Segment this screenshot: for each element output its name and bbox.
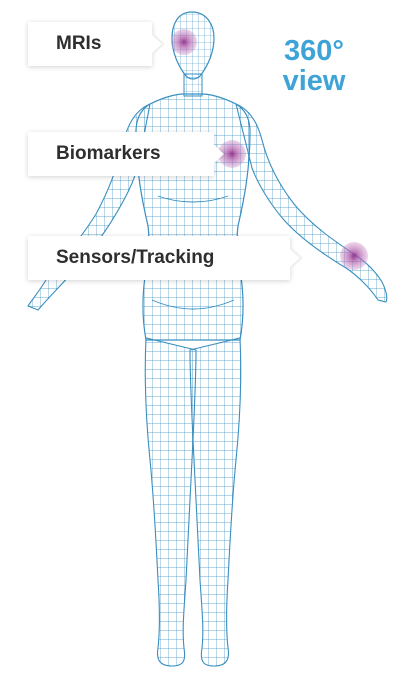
sensor-marker-icon — [340, 242, 368, 270]
body-silhouette — [28, 12, 387, 666]
mri-marker-icon — [171, 29, 197, 55]
callout-sensors-label: Sensors/Tracking — [56, 247, 214, 269]
callout-sensors-tracking: Sensors/Tracking — [28, 236, 290, 280]
callout-mris: MRIs — [28, 22, 152, 66]
callout-biomarkers-label: Biomarkers — [56, 143, 161, 165]
callout-mris-label: MRIs — [56, 33, 101, 55]
callout-biomarkers: Biomarkers — [28, 132, 214, 176]
view-label-line2: view — [266, 66, 362, 96]
callout-pointer — [152, 35, 162, 53]
view-label-line1: 360° — [266, 36, 362, 66]
view-label: 360° view — [266, 36, 362, 96]
callout-pointer — [290, 249, 300, 267]
callout-pointer — [214, 145, 224, 163]
